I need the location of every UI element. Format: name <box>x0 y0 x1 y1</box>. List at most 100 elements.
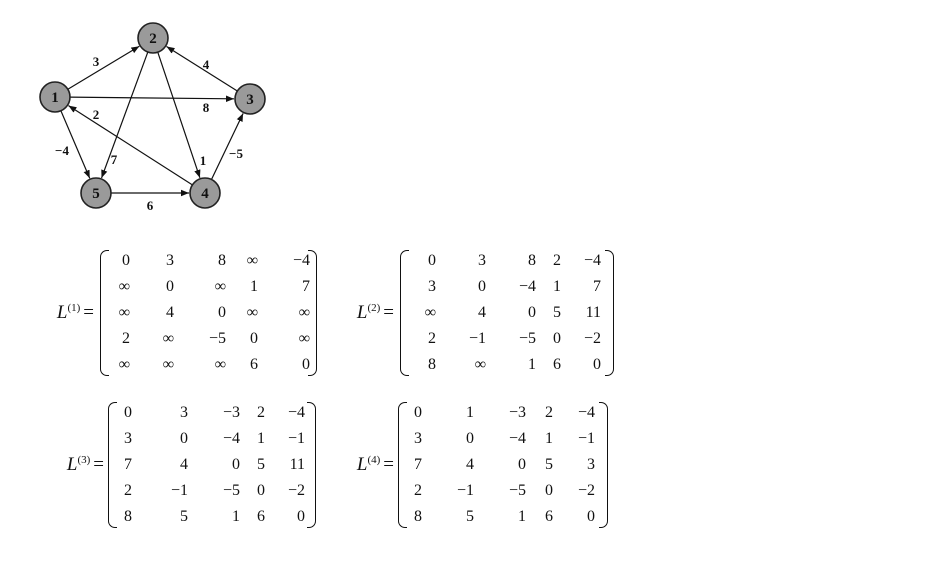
matrix-cell: 0 <box>232 456 240 473</box>
matrix-cell: ∞ <box>246 252 258 269</box>
edge-3-to-2 <box>166 46 238 92</box>
matrix-L3-right-bracket <box>307 402 316 528</box>
matrix-L1-label: L(1)= <box>30 246 94 380</box>
matrix-cell: −4 <box>287 404 305 421</box>
matrix-cell: ∞ <box>118 304 130 321</box>
matrix-cell: 0 <box>414 404 422 421</box>
node-5: 5 <box>80 177 112 209</box>
matrix-cell: 7 <box>124 456 132 473</box>
node-1: 1 <box>39 81 71 113</box>
node-4-label: 4 <box>201 186 209 202</box>
matrix-cell: −3 <box>222 404 240 421</box>
matrix-cell: 1 <box>466 404 474 421</box>
matrix-cell: 1 <box>518 508 526 525</box>
matrix-cell: 3 <box>478 252 486 269</box>
matrix-cell: ∞ <box>118 356 130 373</box>
matrix-cell: 5 <box>180 508 188 525</box>
matrix-cell: 2 <box>428 330 436 347</box>
edge-weight-5-to-4: 6 <box>147 198 154 213</box>
matrix-L3-label: L(3)= <box>40 398 104 532</box>
matrix-cell: 6 <box>545 508 553 525</box>
edge-weight-1-to-2: 3 <box>93 54 100 69</box>
matrix-L2-equals: = <box>383 302 394 323</box>
matrix-cell: 7 <box>414 456 422 473</box>
matrix-cell: 4 <box>180 456 188 473</box>
matrix-cell: −2 <box>287 482 305 499</box>
matrix-cell: 3 <box>428 278 436 295</box>
matrix-cell: 3 <box>414 430 422 447</box>
node-5-circle <box>80 177 112 209</box>
matrix-cell: 1 <box>232 508 240 525</box>
matrix-cell: −2 <box>577 482 595 499</box>
matrix-cell: 0 <box>528 304 536 321</box>
matrix-cell: 3 <box>124 430 132 447</box>
node-4-circle <box>189 177 221 209</box>
matrix-cell: ∞ <box>246 304 258 321</box>
matrix-cell: 0 <box>166 278 174 295</box>
matrix-L4-superscript: (4) <box>367 454 381 466</box>
edge-weight-1-to-5: −4 <box>55 143 69 158</box>
matrix-cell: 2 <box>545 404 553 421</box>
matrix-cell: 2 <box>124 482 132 499</box>
matrix-cell: 0 <box>518 456 526 473</box>
matrix-cell: 2 <box>414 482 422 499</box>
matrix-cell: ∞ <box>214 278 226 295</box>
matrix-cell: 8 <box>414 508 422 525</box>
matrix-L3-symbol: L <box>66 454 78 475</box>
matrix-L1-superscript: (1) <box>67 302 81 314</box>
edge-2-to-5 <box>100 51 149 179</box>
matrix-L1-right-bracket <box>308 250 317 376</box>
matrix-cell: 5 <box>545 456 553 473</box>
matrix-cell: ∞ <box>162 356 174 373</box>
matrix-cell: ∞ <box>298 330 310 347</box>
matrix-cell: 8 <box>528 252 536 269</box>
matrix-cell: 6 <box>250 356 258 373</box>
matrix-L4-label: L(4)= <box>330 398 394 532</box>
matrix-cell: 11 <box>585 304 601 321</box>
matrix-cell: 0 <box>250 330 258 347</box>
matrix-cell: 3 <box>166 252 174 269</box>
matrix-cell: 6 <box>553 356 561 373</box>
matrix-cell: 0 <box>478 278 486 295</box>
matrix-cell: −1 <box>577 430 595 447</box>
matrix-cell: 3 <box>587 456 595 473</box>
edge-weight-4-to-1: 2 <box>93 107 100 122</box>
matrix-L4-left-bracket <box>398 402 407 528</box>
matrix-cell: 4 <box>466 456 474 473</box>
node-3-circle <box>234 83 266 115</box>
edge-2-to-4 <box>157 52 201 179</box>
matrix-cell: 6 <box>257 508 265 525</box>
matrix-cell: −2 <box>583 330 601 347</box>
node-1-label: 1 <box>51 90 59 106</box>
matrix-cell: ∞ <box>214 356 226 373</box>
node-4: 4 <box>189 177 221 209</box>
matrix-L3-left-bracket <box>108 402 117 528</box>
matrix-L2-left-bracket <box>400 250 409 376</box>
matrix-L1-equals: = <box>83 302 94 323</box>
node-2-circle <box>137 22 169 54</box>
matrix-cell: −1 <box>456 482 474 499</box>
matrix-cell: 4 <box>166 304 174 321</box>
matrix-cell: 0 <box>124 404 132 421</box>
matrix-cell: ∞ <box>162 330 174 347</box>
matrix-cell: 3 <box>180 404 188 421</box>
matrix-cell: 0 <box>545 482 553 499</box>
matrix-cell: −3 <box>508 404 526 421</box>
edge-weight-3-to-2: 4 <box>203 57 210 72</box>
matrix-cell: 5 <box>553 304 561 321</box>
node-1-circle <box>39 81 71 113</box>
edge-4-to-3 <box>210 113 244 180</box>
edge-weight-1-to-3: 8 <box>203 100 210 115</box>
matrix-cell: 5 <box>257 456 265 473</box>
